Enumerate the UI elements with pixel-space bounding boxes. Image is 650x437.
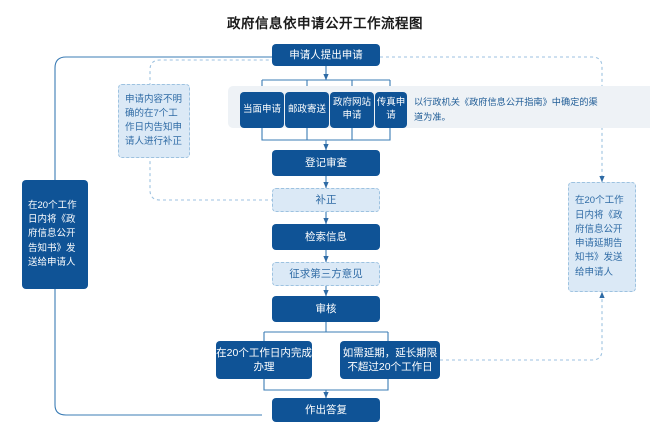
- page-title: 政府信息依申请公开工作流程图: [227, 16, 423, 31]
- node-search-information[interactable]: 检索信息: [272, 224, 380, 250]
- annotation-disclosure-notice[interactable]: 在20个工作日内将《政府信息公开告知书》发送给申请人: [22, 180, 88, 289]
- annotation-correction-notice[interactable]: 申请内容不明确的在7个工作日内告知申请人进行补正: [118, 84, 190, 158]
- annotation-extension-notice[interactable]: 在20个工作日内将《政府信息公开申请延期告知书》发送给申请人: [568, 182, 636, 292]
- node-channel-fax[interactable]: 传真申请: [375, 92, 407, 128]
- node-channel-website[interactable]: 政府网站申请: [330, 92, 374, 128]
- node-extension-20-days[interactable]: 如需延期，延长期限不超过20个工作日: [340, 341, 440, 379]
- node-channel-in-person[interactable]: 当面申请: [240, 92, 284, 128]
- node-third-party-opinion[interactable]: 征求第三方意见: [272, 262, 380, 286]
- channel-note: 以行政机关《政府信息公开指南》中确定的渠道为准。: [414, 97, 598, 122]
- node-review[interactable]: 审核: [272, 296, 380, 322]
- node-start[interactable]: 申请人提出申请: [272, 44, 380, 66]
- node-channel-postal[interactable]: 邮政寄送: [285, 92, 329, 128]
- node-complete-within-20-days[interactable]: 在20个工作日内完成办理: [216, 341, 312, 379]
- node-reply[interactable]: 作出答复: [272, 398, 380, 422]
- node-correction[interactable]: 补正: [272, 188, 380, 212]
- node-registration-review[interactable]: 登记审查: [272, 150, 380, 176]
